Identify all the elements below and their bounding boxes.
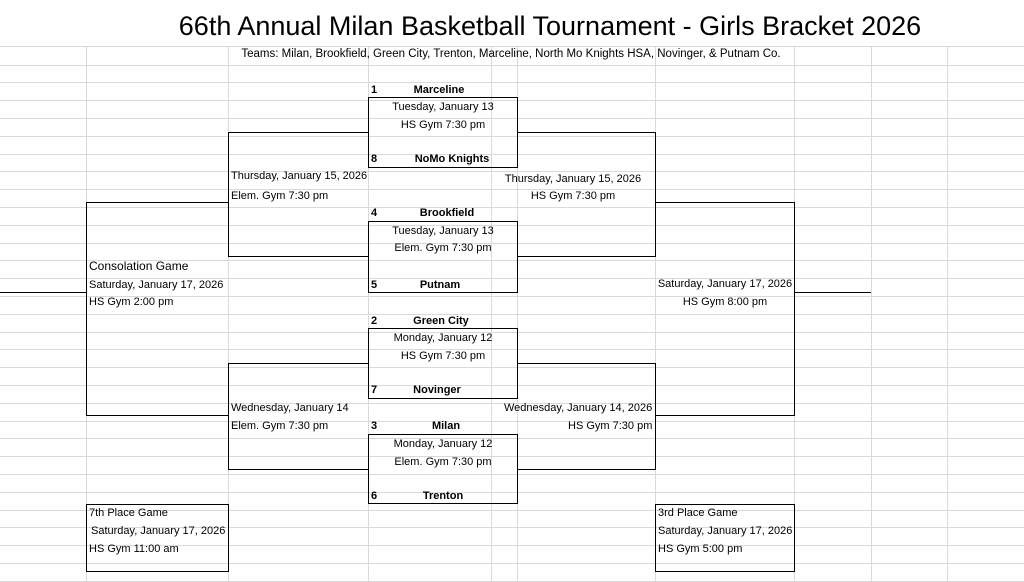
team-name: NoMo Knights <box>414 153 490 165</box>
game-venue: Elem. Gym 7:30 pm <box>231 190 329 202</box>
game-venue: HS Gym 8:00 pm <box>682 296 768 308</box>
game-date: Tuesday, January 13 <box>392 101 494 113</box>
game-venue: HS Gym 7:30 pm <box>400 119 486 131</box>
team-name: Trenton <box>422 490 464 502</box>
game-venue: Elem. Gym 7:30 pm <box>394 456 492 468</box>
seed-number: 2 <box>371 315 378 327</box>
game-venue: HS Gym 5:00 pm <box>658 543 743 555</box>
game-date: Thursday, January 15, 2026 <box>231 170 368 182</box>
page-title: 66th Annual Milan Basketball Tournament … <box>178 11 922 41</box>
game-date: Thursday, January 15, 2026 <box>504 173 642 185</box>
team-name: Milan <box>431 420 461 432</box>
seed-number: 3 <box>371 420 378 432</box>
game-venue: HS Gym 11:00 am <box>89 543 179 555</box>
game-venue: HS Gym 7:30 pm <box>568 420 653 432</box>
seed-number: 7 <box>371 384 378 396</box>
game-label: Consolation Game <box>89 259 189 273</box>
game-label: 3rd Place Game <box>658 507 738 519</box>
seed-number: 5 <box>371 279 378 291</box>
team-name: Brookfield <box>419 207 475 219</box>
game-date: Tuesday, January 13 <box>392 225 494 237</box>
game-date: Monday, January 12 <box>393 332 493 344</box>
team-name: Marceline <box>413 84 465 96</box>
team-name: Green City <box>413 315 469 327</box>
game-venue: HS Gym 7:30 pm <box>400 350 486 362</box>
seed-number: 6 <box>371 490 378 502</box>
game-date: Wednesday, January 14, 2026 <box>504 402 653 414</box>
seed-number: 4 <box>371 207 378 219</box>
team-name: Novinger <box>413 384 461 396</box>
game-label: 7th Place Game <box>89 507 168 519</box>
game-venue: HS Gym 7:30 pm <box>530 190 616 202</box>
game-venue: Elem. Gym 7:30 pm <box>231 420 329 432</box>
game-date: Saturday, January 17, 2026 <box>89 279 224 291</box>
game-venue: HS Gym 2:00 pm <box>89 296 174 308</box>
seed-number: 1 <box>371 84 378 96</box>
game-venue: Elem. Gym 7:30 pm <box>394 242 492 254</box>
game-date: Saturday, January 17, 2026 <box>658 525 793 537</box>
game-date: Wednesday, January 14 <box>231 402 349 414</box>
seed-number: 8 <box>371 153 378 165</box>
team-name: Putnam <box>419 279 461 291</box>
teams-line: Teams: Milan, Brookfield, Green City, Tr… <box>241 48 781 60</box>
game-date: Saturday, January 17, 2026 <box>657 278 793 290</box>
game-date: Saturday, January 17, 2026 <box>91 525 226 537</box>
game-date: Monday, January 12 <box>393 438 493 450</box>
